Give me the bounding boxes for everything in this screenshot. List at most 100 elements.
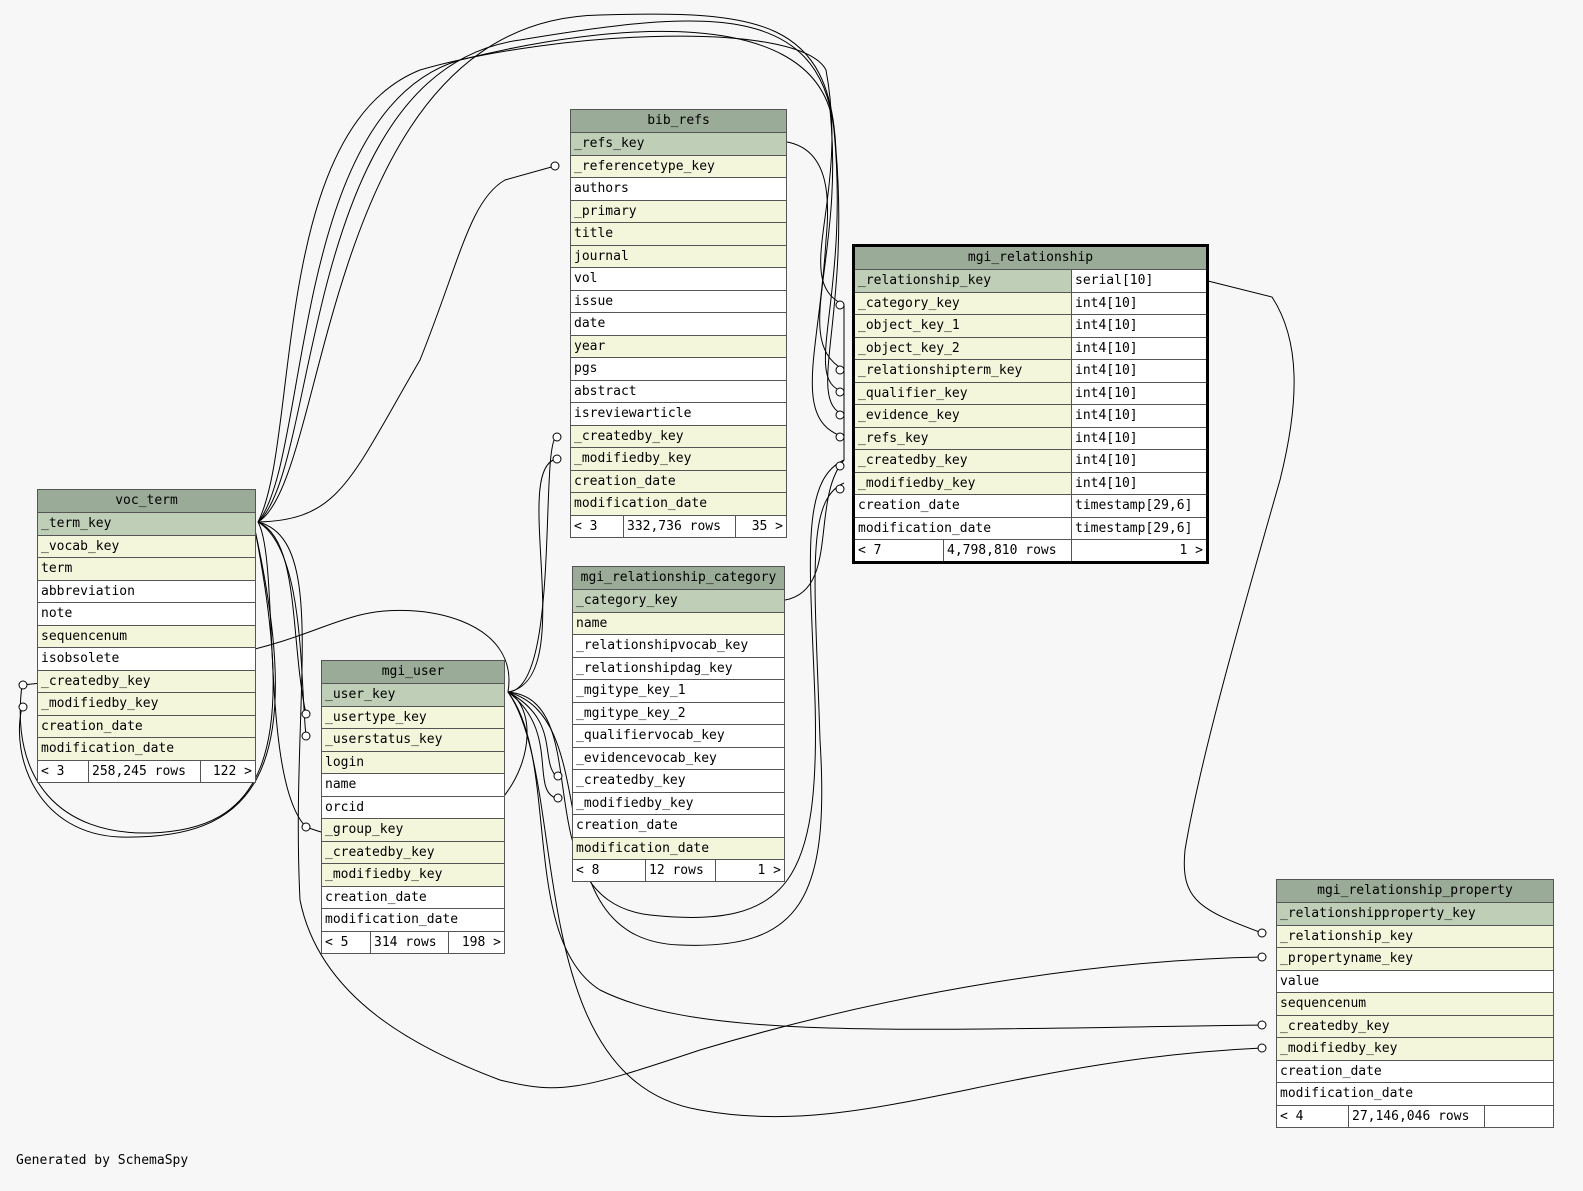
column-row[interactable]: isreviewarticle: [571, 403, 786, 426]
column-row[interactable]: _relationshipvocab_key: [573, 635, 784, 658]
column-row[interactable]: login: [322, 751, 504, 774]
column-name: pgs: [571, 358, 786, 380]
table-title[interactable]: bib_refs: [571, 110, 786, 133]
column-row[interactable]: _createdby_key: [38, 670, 255, 693]
footer-children[interactable]: [1484, 1105, 1553, 1127]
column-row[interactable]: _term_key: [38, 513, 255, 536]
column-row[interactable]: modification_date: [38, 738, 255, 761]
column-row[interactable]: value: [1277, 970, 1553, 993]
column-row[interactable]: sequencenum: [1277, 993, 1553, 1016]
column-row[interactable]: creation_date: [322, 886, 504, 909]
column-row[interactable]: _qualifiervocab_key: [573, 725, 784, 748]
column-row[interactable]: creation_date: [38, 715, 255, 738]
column-row[interactable]: title: [571, 223, 786, 246]
column-row[interactable]: _modifiedby_key: [1277, 1038, 1553, 1061]
column-row[interactable]: note: [38, 603, 255, 626]
column-row[interactable]: _category_key: [573, 590, 784, 613]
column-row[interactable]: isobsolete: [38, 648, 255, 671]
column-row[interactable]: _relationshipproperty_key: [1277, 903, 1553, 926]
column-row[interactable]: _modifiedby_key: [38, 693, 255, 716]
column-row[interactable]: journal: [571, 245, 786, 268]
column-row[interactable]: term: [38, 558, 255, 581]
column-row[interactable]: modification_date: [322, 909, 504, 932]
column-row[interactable]: _user_key: [322, 684, 504, 707]
table-title[interactable]: mgi_relationship: [855, 247, 1206, 270]
column-row[interactable]: _mgitype_key_2: [573, 702, 784, 725]
column-row[interactable]: creation_date: [571, 470, 786, 493]
column-row[interactable]: date: [571, 313, 786, 336]
column-row[interactable]: _usertype_key: [322, 706, 504, 729]
table-title[interactable]: voc_term: [38, 490, 255, 513]
column-row[interactable]: issue: [571, 290, 786, 313]
table-footer: < 4 27,146,046 rows: [1277, 1105, 1553, 1127]
column-row[interactable]: _userstatus_key: [322, 729, 504, 752]
column-row[interactable]: sequencenum: [38, 625, 255, 648]
footer-children[interactable]: 35 >: [735, 515, 786, 537]
column-row[interactable]: vol: [571, 268, 786, 291]
footer-children[interactable]: 122 >: [200, 760, 255, 782]
column-row[interactable]: name: [573, 612, 784, 635]
column-row[interactable]: orcid: [322, 796, 504, 819]
footer-children[interactable]: 198 >: [448, 931, 504, 953]
column-row[interactable]: _createdby_key: [573, 770, 784, 793]
column-row[interactable]: _relationship_key: [1277, 925, 1553, 948]
footer-children[interactable]: 1 >: [1071, 540, 1206, 561]
column-row[interactable]: _createdby_key: [571, 425, 786, 448]
column-row[interactable]: _referencetype_key: [571, 155, 786, 178]
column-row[interactable]: modification_date: [573, 837, 784, 860]
footer-children[interactable]: 1 >: [715, 860, 784, 881]
footer-parents[interactable]: < 3: [574, 518, 598, 534]
column-row[interactable]: _primary: [571, 200, 786, 223]
column-row[interactable]: _relationshipdag_key: [573, 657, 784, 680]
column-row[interactable]: name: [322, 774, 504, 797]
column-row[interactable]: _mgitype_key_1: [573, 680, 784, 703]
footer-parents[interactable]: < 3: [41, 763, 65, 779]
footer-parents[interactable]: < 7: [858, 543, 882, 558]
table-mgi_user[interactable]: mgi_user _user_key_usertype_key_userstat…: [321, 660, 505, 954]
column-row[interactable]: _evidencevocab_key: [573, 747, 784, 770]
column-row[interactable]: year: [571, 335, 786, 358]
column-row[interactable]: _modifiedby_key: [322, 864, 504, 887]
column-name: vol: [571, 268, 786, 290]
column-row[interactable]: _propertyname_key: [1277, 948, 1553, 971]
column-row[interactable]: _createdby_key: [1277, 1015, 1553, 1038]
table-title[interactable]: mgi_relationship_category: [573, 567, 784, 590]
table-footer: < 3 332,736 rows 35 >: [571, 515, 786, 537]
table-mgi_relationship_property[interactable]: mgi_relationship_property _relationshipp…: [1276, 879, 1554, 1128]
column-row[interactable]: abstract: [571, 380, 786, 403]
column-row[interactable]: creation_date: [573, 815, 784, 838]
column-row[interactable]: authors: [571, 178, 786, 201]
table-title[interactable]: mgi_user: [322, 661, 504, 684]
column-row[interactable]: abbreviation: [38, 580, 255, 603]
column-row[interactable]: modification_date: [1277, 1083, 1553, 1106]
footer-parents[interactable]: < 5: [325, 934, 349, 950]
footer-parents[interactable]: < 8: [576, 863, 600, 878]
column-row[interactable]: pgs: [571, 358, 786, 381]
column-row[interactable]: modification_date: [571, 493, 786, 516]
column-row[interactable]: creation_date: [1277, 1060, 1553, 1083]
footer-parents[interactable]: < 4: [1280, 1108, 1304, 1124]
table-title[interactable]: mgi_relationship_property: [1277, 880, 1553, 903]
column-row[interactable]: _refs_key: [571, 133, 786, 156]
column-row[interactable]: _modifiedby_key: [573, 792, 784, 815]
column-row[interactable]: _vocab_key: [38, 535, 255, 558]
column-row[interactable]: _group_key: [322, 819, 504, 842]
column-row[interactable]: _modifiedby_key: [571, 448, 786, 471]
column-row[interactable]: _createdby_key: [322, 841, 504, 864]
